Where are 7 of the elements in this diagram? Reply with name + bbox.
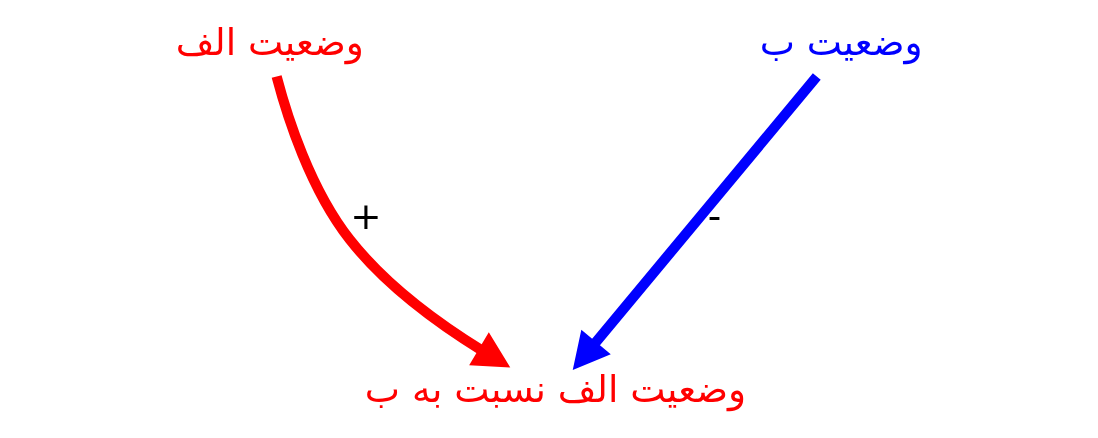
node-text: وضعیت الف نسبت به ب: [364, 366, 746, 411]
arrow: [572, 73, 821, 370]
edge-label: +: [349, 193, 382, 238]
node-text: وضعیت الف: [175, 20, 364, 65]
edge-label: -: [707, 193, 721, 238]
node-text: وضعیت ب: [759, 20, 923, 65]
arrow: [271, 75, 510, 368]
